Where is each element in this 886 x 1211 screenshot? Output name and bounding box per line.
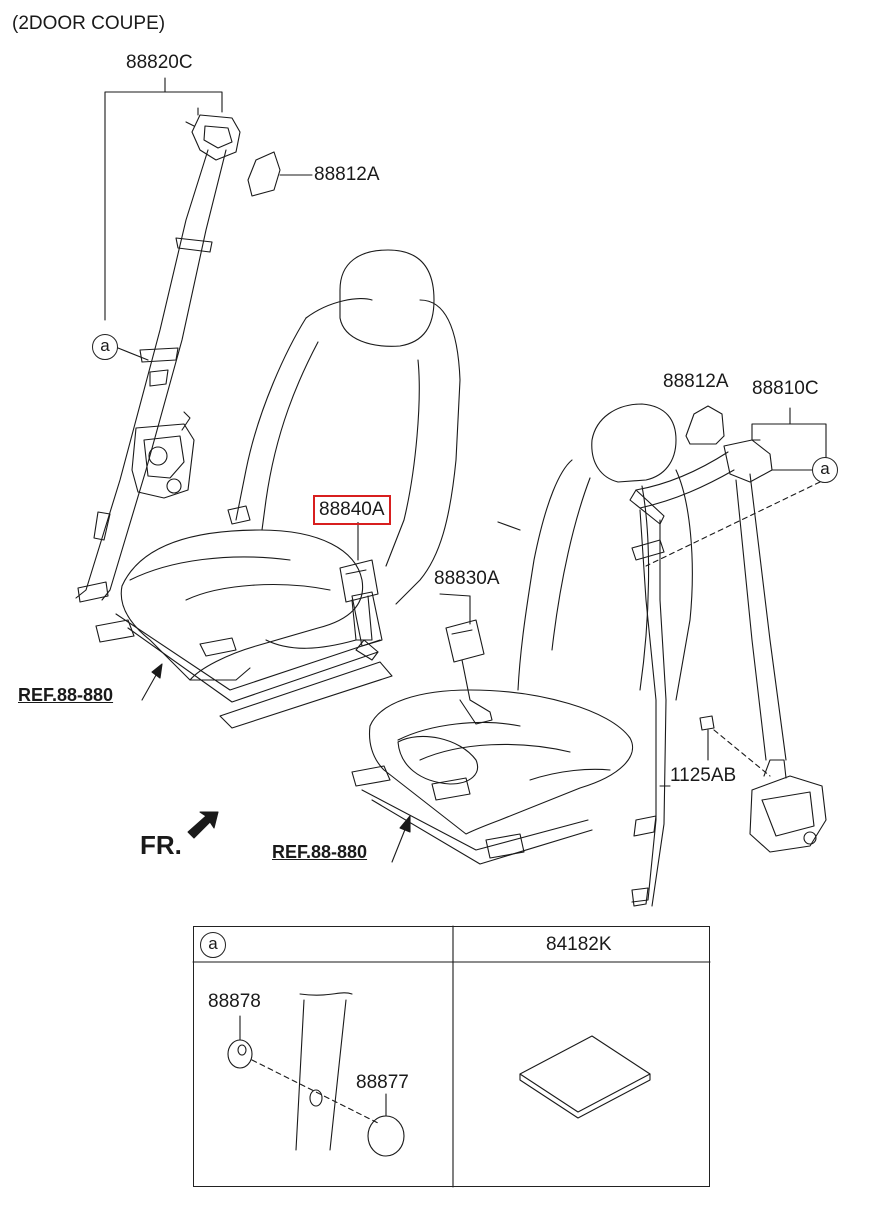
part-label-88840a[interactable]: 88840A (313, 495, 391, 525)
part-label-88878[interactable]: 88878 (208, 991, 261, 1012)
ref-arrow-left (141, 663, 163, 701)
detail-header-a: a (200, 932, 226, 958)
detail-header-84182k[interactable]: 84182K (546, 934, 612, 955)
part-label-1125ab[interactable]: 1125AB (670, 765, 737, 786)
front-direction-label: FR. (140, 830, 182, 860)
right-seat-belt (629, 405, 827, 907)
callout-a-left: a (92, 334, 118, 360)
part-label-88812a-right[interactable]: 88812A (663, 371, 729, 392)
right-seat (351, 403, 693, 865)
part-label-88812a-left[interactable]: 88812A (314, 164, 380, 185)
ref-label-right[interactable]: REF.88-880 (272, 842, 368, 862)
pillar-trim (295, 992, 353, 1151)
bracket-88810c (751, 407, 827, 459)
fr-arrow-icon (187, 811, 219, 839)
dashed-leaders (645, 481, 821, 777)
part-label-88810c[interactable]: 88810C (752, 378, 819, 399)
part-label-88830a[interactable]: 88830A (434, 568, 500, 589)
variant-title: (2DOOR COUPE) (12, 13, 166, 34)
part-label-88877[interactable]: 88877 (356, 1072, 409, 1093)
buckle-88840a (339, 521, 379, 641)
ref-arrow-right (391, 815, 411, 863)
ref-label-left[interactable]: REF.88-880 (18, 685, 114, 705)
washer-88878 (227, 1015, 253, 1069)
label-sheet-84182k (519, 1035, 651, 1119)
buckle-88830a (445, 595, 493, 725)
left-seat-belt (75, 107, 313, 603)
bracket-88820c (104, 77, 223, 321)
cap-88877 (367, 1093, 405, 1157)
part-label-88820c[interactable]: 88820C (126, 52, 193, 73)
detail-dashed-leader (251, 1059, 381, 1125)
detail-table (193, 926, 710, 1187)
left-seat (95, 249, 461, 729)
callout-a-right: a (812, 457, 838, 483)
